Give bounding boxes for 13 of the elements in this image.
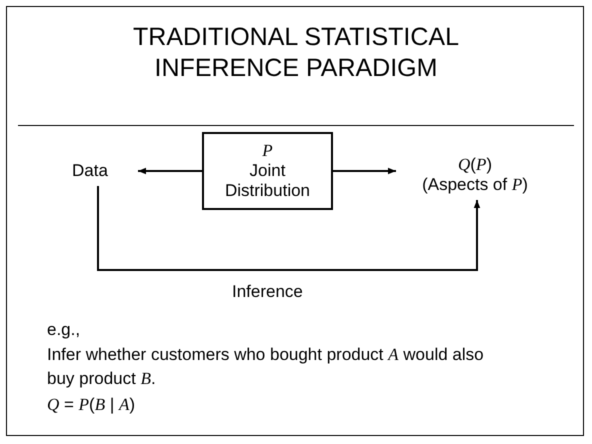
- example-text: Infer whether customers who bought product A would also buy product B.: [47, 344, 485, 390]
- arrow: [97, 186, 480, 271]
- node-label: Joint Distribution: [224, 161, 312, 201]
- formula-text: Q = P(B | A): [47, 394, 136, 416]
- process-box: [202, 132, 333, 210]
- arrow: [333, 168, 396, 174]
- formula-label: Q(P): [456, 155, 493, 175]
- title: TRADITIONAL STATISTICAL INFERENCE PARADIGM: [132, 22, 460, 84]
- variable-symbol: P: [261, 141, 274, 161]
- node-label: Data: [72, 161, 109, 181]
- node-label: (Aspects of P): [421, 175, 529, 195]
- example-label: e.g.,: [47, 319, 80, 341]
- arrow: [138, 168, 202, 174]
